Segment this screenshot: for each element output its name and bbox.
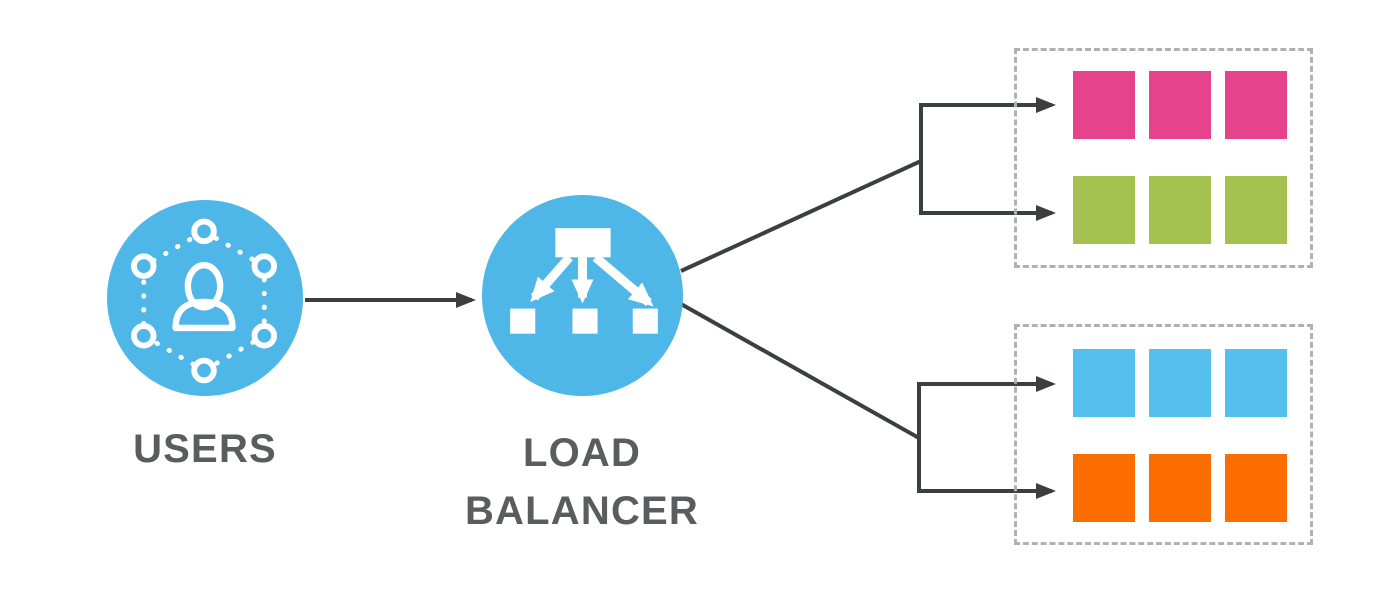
server-row-blue (1073, 349, 1310, 417)
server-square-green (1149, 176, 1211, 244)
arrow-to-green-row (919, 161, 1056, 221)
server-square-orange (1225, 454, 1287, 522)
server-row-orange (1073, 454, 1310, 522)
users-label: USERS (133, 427, 277, 471)
server-square-pink (1225, 71, 1287, 139)
line-loadbalancer-to-top-junction (680, 159, 922, 273)
server-square-orange (1073, 454, 1135, 522)
line-loadbalancer-to-bottom-junction (680, 302, 920, 440)
users-circle-background (107, 200, 303, 396)
server-row-pink (1073, 71, 1310, 139)
server-cluster-bottom (1014, 324, 1313, 545)
server-square-green (1073, 176, 1135, 244)
person-head-icon (184, 261, 224, 311)
server-square-blue (1149, 349, 1211, 417)
arrow-to-orange-row (917, 438, 1056, 499)
load-balancer-label: LOAD BALANCER (432, 424, 732, 540)
server-square-green (1225, 176, 1287, 244)
server-square-orange (1149, 454, 1211, 522)
hexagon-vertex-dots (131, 218, 278, 384)
arrow-to-blue-row (917, 376, 1056, 438)
server-cluster-top (1014, 48, 1313, 268)
server-square-pink (1073, 71, 1135, 139)
person-body-icon (172, 298, 236, 332)
load-balancer-label-line1: LOAD (522, 431, 642, 475)
server-square-pink (1149, 71, 1211, 139)
server-square-blue (1225, 349, 1287, 417)
users-icon (107, 200, 303, 396)
load-balancer-boxes (510, 228, 658, 334)
load-balancer-label-line2: BALANCER (464, 489, 700, 533)
arrow-to-pink-row (919, 97, 1056, 161)
load-balancer-fanout-arrows (530, 253, 654, 307)
server-square-blue (1073, 349, 1135, 417)
load-balancer-icon (482, 195, 683, 396)
server-row-green (1073, 176, 1310, 244)
